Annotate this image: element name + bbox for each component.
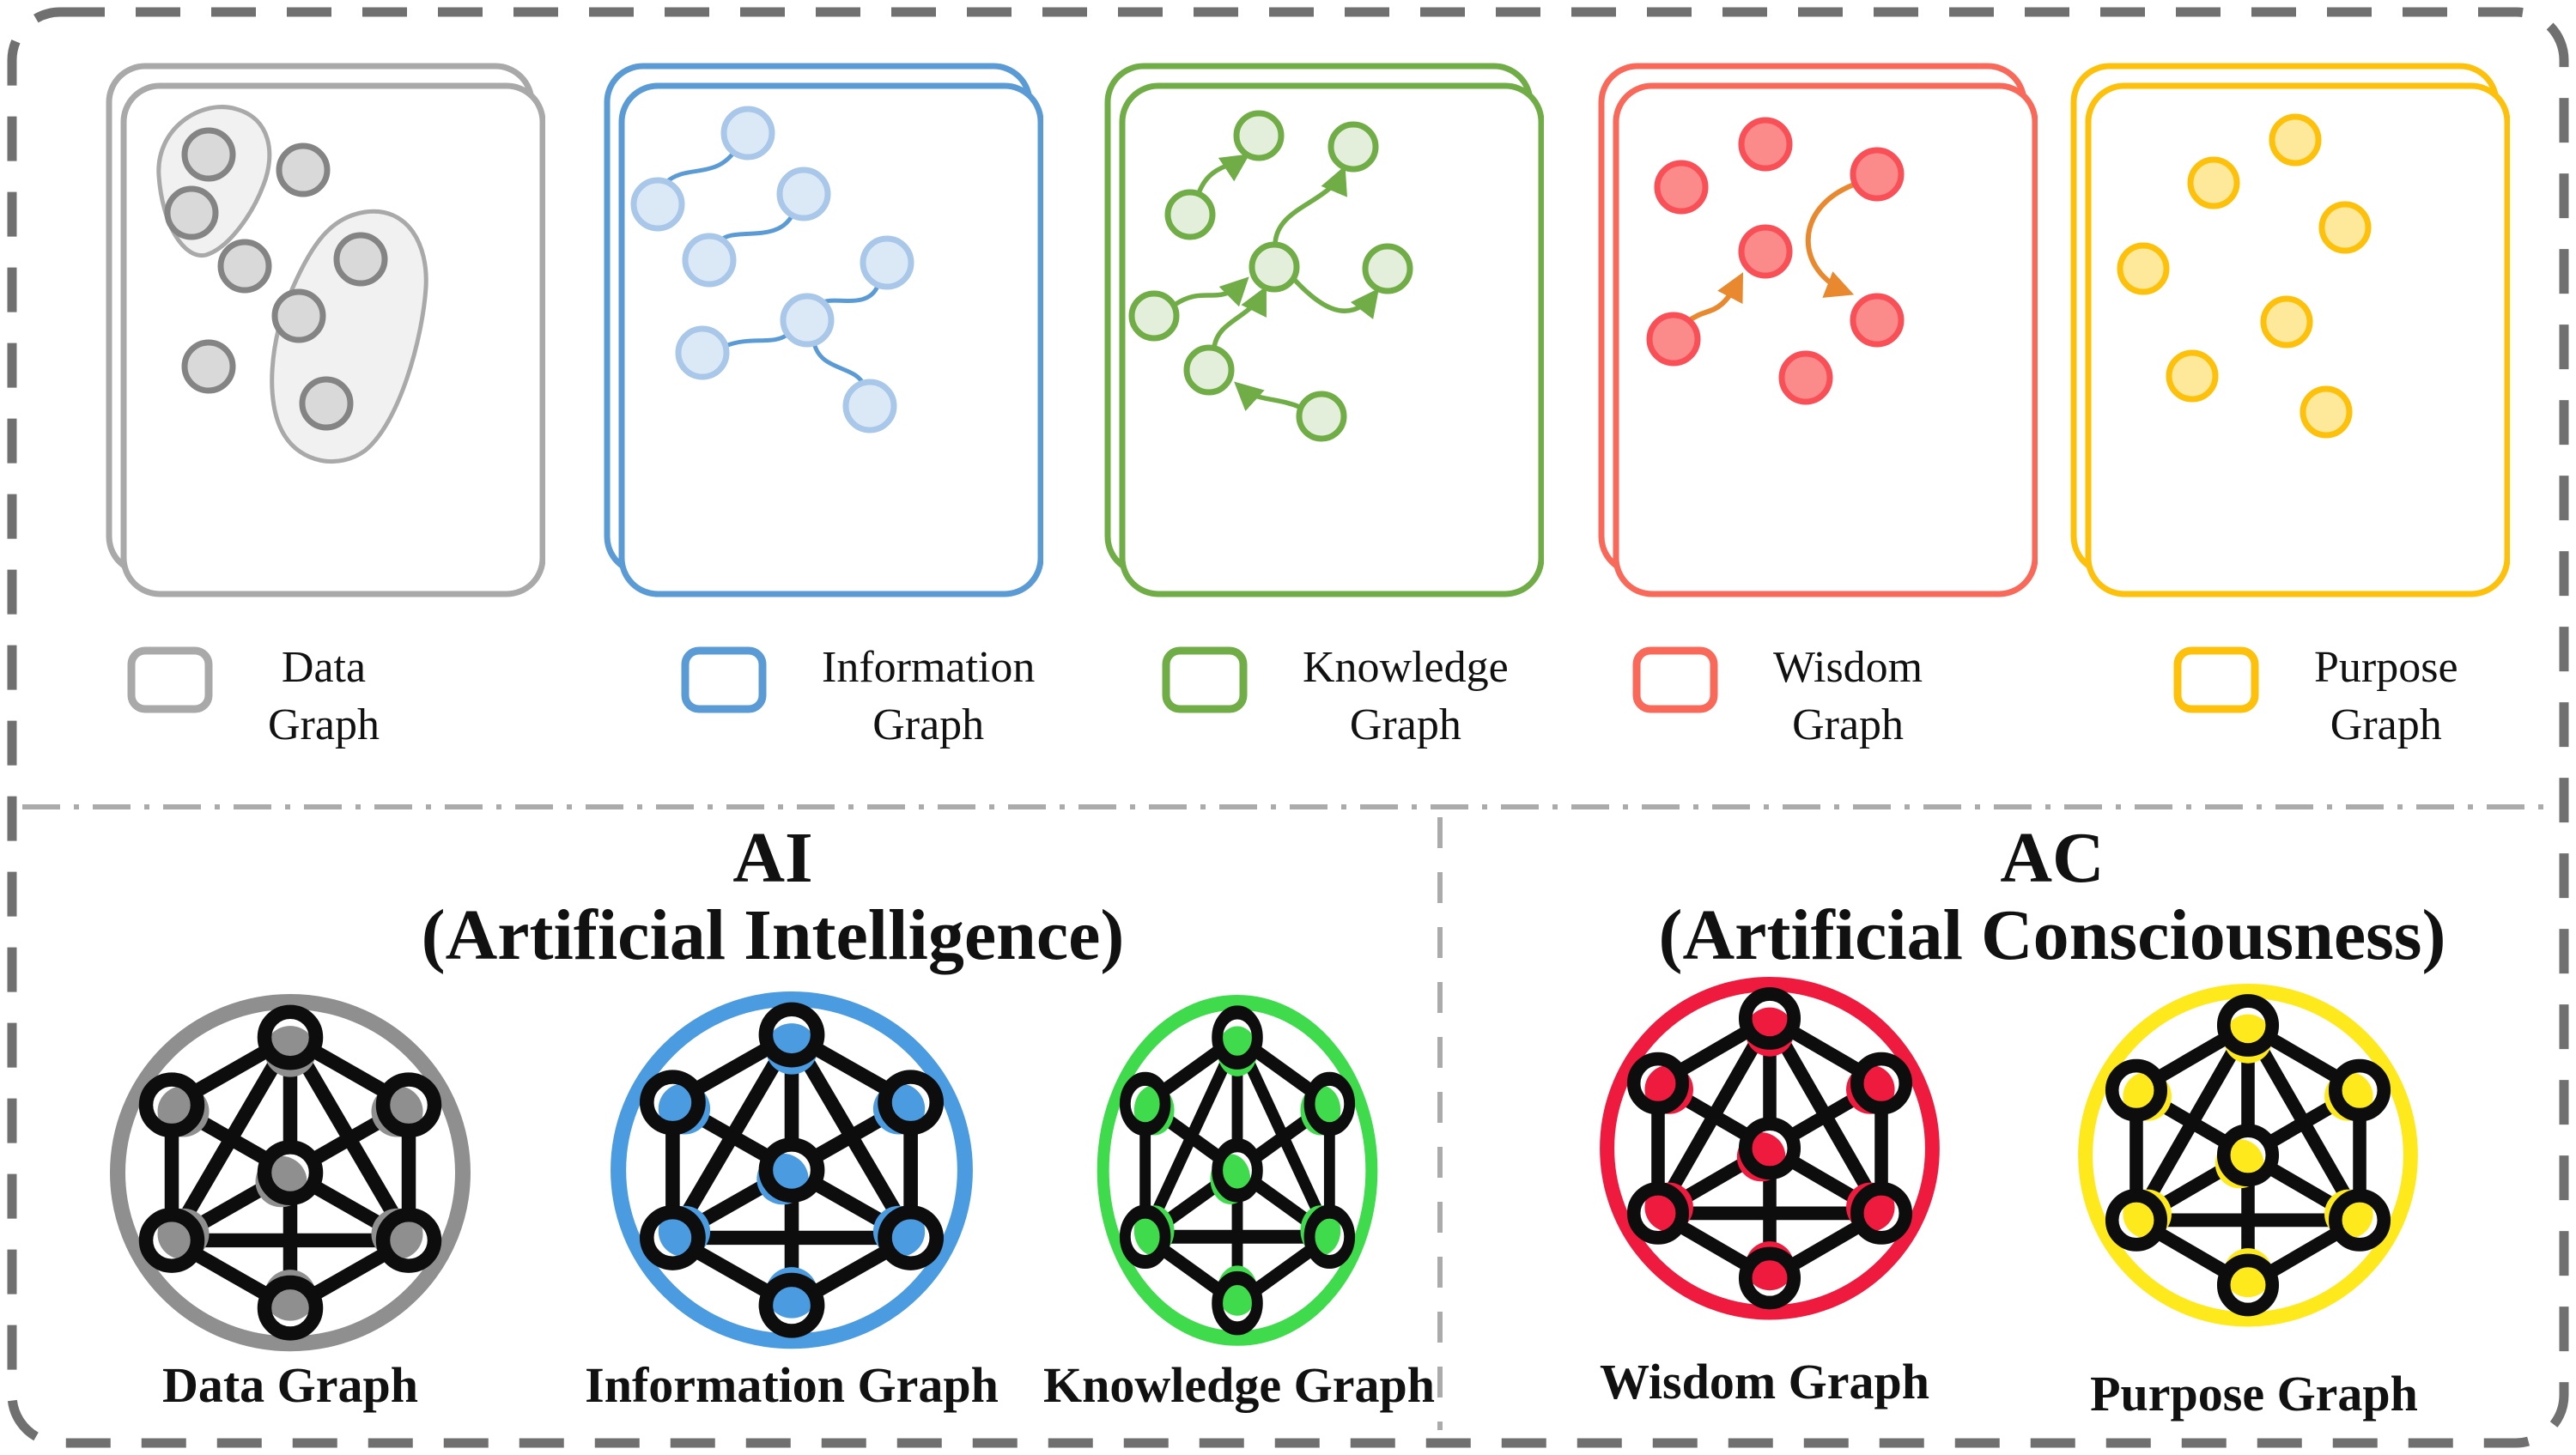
legend-swatch-purpose [2173, 646, 2259, 713]
label-knowledge-graph: Knowledge Graph [1043, 1357, 1435, 1413]
legend-swatch-information [681, 646, 767, 713]
data-nodes [164, 127, 388, 431]
ai-full: (Artificial Intelligence) [421, 894, 1125, 975]
card-data-graph [106, 63, 545, 597]
label-purpose-graph: Purpose Graph [2090, 1366, 2418, 1422]
card-front-sheet [1613, 82, 2038, 597]
label-information-graph: Information Graph [585, 1357, 999, 1413]
label-wisdom-graph: Wisdom Graph [1599, 1354, 1930, 1410]
knowledge-nodes [1128, 110, 1413, 442]
card-front-sheet [618, 82, 1043, 597]
ac-abbr: AC [2000, 818, 2105, 898]
wisdom-nodes [1646, 117, 1905, 405]
ac-full: (Artificial Consciousness) [1658, 894, 2446, 975]
section-title-ac: AC (Artificial Consciousness) [1659, 820, 2446, 974]
network-data-graph [97, 994, 483, 1377]
network-knowledge-graph [1087, 995, 1388, 1371]
ai-abbr: AI [732, 818, 813, 898]
card-purpose-graph [2070, 63, 2510, 597]
label-data-graph: Data Graph [161, 1357, 419, 1413]
card-knowledge-graph [1104, 63, 1544, 597]
dashed-frame-border [7, 7, 2569, 1448]
card-wisdom-graph [1598, 63, 2038, 597]
card-information-graph [604, 63, 1043, 597]
wisdom-arrows [1686, 182, 1856, 324]
information-nodes [630, 106, 914, 433]
network-wisdom-graph [1588, 977, 1952, 1344]
legend-swatch-knowledge [1162, 646, 1248, 713]
legend-swatch-data [127, 646, 213, 713]
network-purpose-graph [2066, 984, 2430, 1351]
knowledge-arrows [1173, 154, 1380, 411]
legend-swatch-wisdom [1632, 646, 1718, 713]
purpose-nodes [2117, 113, 2372, 439]
card-front-sheet [1119, 82, 1544, 597]
section-title-ai: AI (Artificial Intelligence) [422, 820, 1125, 974]
network-information-graph [598, 991, 986, 1374]
